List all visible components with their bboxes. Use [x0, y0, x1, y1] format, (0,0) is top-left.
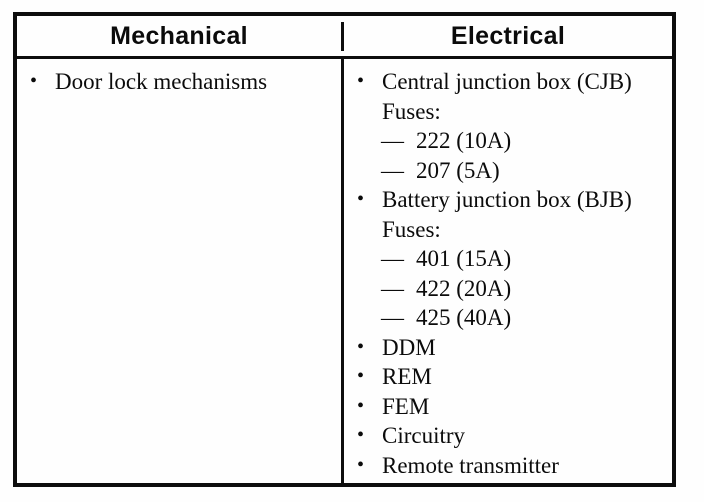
- list-item: • Battery junction box (BJB) Fuses:: [344, 185, 672, 244]
- list-item: • Circuitry: [344, 421, 672, 451]
- list-item-text: 207 (5A): [416, 157, 500, 183]
- list-item: — 222 (10A): [344, 126, 672, 156]
- list-item: — 422 (20A): [344, 274, 672, 304]
- list-item-text: 425 (40A): [416, 305, 512, 330]
- bullet-icon: •: [357, 335, 365, 358]
- list-item-text: 422 (20A): [416, 275, 512, 301]
- list-item: • FEM: [344, 392, 672, 422]
- dash-icon: —: [381, 305, 404, 330]
- list-item: — 401 (15A): [344, 244, 672, 274]
- dash-icon: —: [381, 246, 404, 271]
- list-item: • Central junction box (CJB) Fuses:: [344, 67, 672, 126]
- column-header-mechanical: Mechanical: [17, 21, 344, 51]
- list-item: • DDM: [344, 333, 672, 363]
- table-body-row: • Door lock mechanisms • Central junction …: [17, 59, 672, 483]
- list-item-text: FEM: [382, 393, 430, 419]
- list-item-text: Circuitry: [382, 423, 466, 448]
- list-item-text: Battery junction box (BJB) Fuses:: [382, 187, 632, 242]
- electrical-cell: • Central junction box (CJB) Fuses: — 222 (…: [344, 59, 672, 483]
- list-item-text: 222 (10A): [416, 128, 512, 153]
- list-item-text: 401 (15A): [416, 246, 512, 271]
- bullet-icon: •: [357, 453, 365, 476]
- component-table: Mechanical Electrical • Door lock mechani…: [13, 12, 676, 487]
- list-item: — 425 (40A): [344, 303, 672, 333]
- list-item-text: DDM: [382, 334, 436, 360]
- list-item: — 207 (5A): [344, 156, 672, 186]
- dash-icon: —: [381, 275, 404, 301]
- table-header-row: Mechanical Electrical: [17, 16, 672, 59]
- bullet-icon: •: [30, 70, 38, 92]
- list-item: • Remote transmitter: [344, 451, 672, 481]
- bullet-icon: •: [357, 394, 365, 417]
- mechanical-cell: • Door lock mechanisms: [17, 59, 344, 483]
- list-item: • Door lock mechanisms: [17, 67, 341, 97]
- bullet-icon: •: [357, 424, 365, 446]
- column-header-electrical: Electrical: [450, 21, 566, 50]
- bullet-icon: •: [357, 365, 365, 387]
- list-item-text: Door lock mechanisms: [55, 69, 268, 94]
- list-item-text: Remote transmitter: [382, 452, 559, 478]
- list-item-text: REM: [382, 364, 432, 389]
- dash-icon: —: [381, 157, 404, 183]
- bullet-icon: •: [357, 188, 365, 210]
- list-item: • REM: [344, 362, 672, 392]
- bullet-icon: •: [357, 70, 365, 92]
- list-item-text: Central junction box (CJB) Fuses:: [382, 69, 632, 124]
- dash-icon: —: [381, 128, 404, 153]
